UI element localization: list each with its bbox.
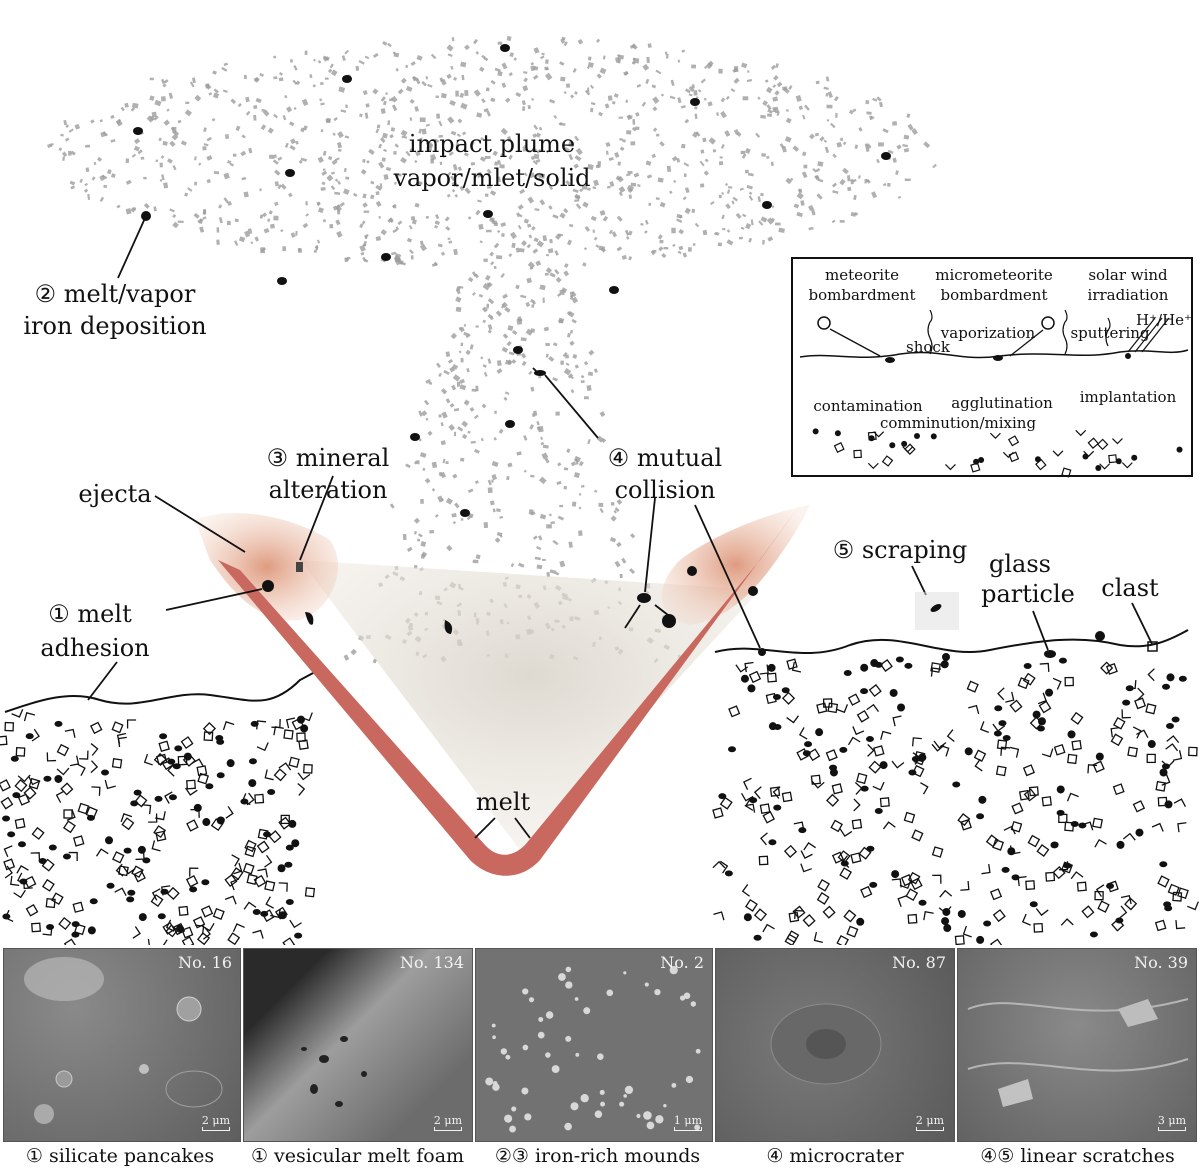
glass-label-1: glass — [989, 550, 1051, 578]
ground-surface-left — [4, 671, 316, 713]
sem-panel-4: No. 87 2 μm — [715, 948, 955, 1142]
deposition-label-1: ② melt/vapor — [35, 280, 196, 308]
crater-interior — [300, 560, 760, 850]
inset-meteorite-2: bombardment — [809, 286, 916, 304]
inset-micro-2: bombardment — [941, 286, 1048, 304]
clast-label: clast — [1101, 574, 1159, 602]
plume-label: impact plume — [409, 130, 575, 158]
inset-micro-1: micrometeorite — [935, 266, 1053, 284]
ground-surface-right — [714, 629, 1189, 655]
sem-scale-4: 2 μm — [916, 1114, 944, 1131]
caption-2: ① vesicular melt foam — [250, 1145, 465, 1167]
caption-4: ④ microcrater — [766, 1145, 904, 1167]
inset-ions: H⁺/He⁺ — [1136, 311, 1192, 329]
leader-lines — [87, 215, 1153, 839]
inset-shock: shock — [906, 338, 951, 356]
inset-wind-1: solar wind — [1088, 266, 1168, 284]
caption-3: ②③ iron-rich mounds — [494, 1145, 701, 1167]
scraping-label: ⑤ scraping — [833, 536, 968, 564]
sem-panel-3: No. 2 1 μm — [475, 948, 713, 1142]
glass-label-2: particle — [981, 580, 1075, 608]
melt-layer — [218, 505, 800, 876]
sem-panel-5: No. 39 3 μm — [957, 948, 1197, 1142]
sem-panel-2: No. 134 2 μm — [243, 948, 473, 1142]
inset-meteorite-1: meteorite — [825, 266, 899, 284]
collision-label-1: ④ mutual — [608, 444, 722, 472]
inset-panel: meteorite bombardment micrometeorite bom… — [791, 257, 1193, 478]
adhesion-label-1: ① melt — [48, 600, 132, 628]
inset-wind-2: irradiation — [1088, 286, 1169, 304]
ejecta-particles — [262, 562, 758, 634]
inset-sputtering: sputtering — [1070, 324, 1150, 342]
scraping-patch — [915, 592, 959, 630]
sem-number-5: No. 39 — [1134, 953, 1188, 972]
surface-particles — [141, 211, 1158, 661]
sem-number-3: No. 2 — [660, 953, 704, 972]
melt-label: melt — [476, 788, 531, 816]
alteration-label-1: ③ mineral — [267, 444, 390, 472]
impact-plume — [47, 35, 937, 664]
ejecta-right — [661, 505, 810, 625]
sem-number-2: No. 134 — [399, 953, 464, 972]
sem-scale-1: 2 μm — [202, 1114, 230, 1131]
regolith-layer — [0, 656, 1199, 945]
caption-1: ① silicate pancakes — [25, 1145, 215, 1167]
sem-scale-3: 1 μm — [674, 1114, 702, 1131]
alteration-label-2: alteration — [269, 476, 388, 504]
inset-comminution: comminution/mixing — [880, 414, 1037, 432]
impact-diagram: impact plume vapor/mlet/solid ② melt/vap… — [0, 35, 1199, 945]
deposition-label-2: iron deposition — [23, 312, 206, 340]
caption-5: ④⑤ linear scratches — [980, 1145, 1175, 1167]
sem-number-1: No. 16 — [178, 953, 232, 972]
sem-scale-2: 2 μm — [434, 1114, 462, 1131]
inset-implantation: implantation — [1080, 388, 1177, 406]
ejecta-left — [195, 512, 339, 621]
ejecta-label: ejecta — [78, 480, 151, 508]
inset-vaporization: vaporization — [940, 324, 1036, 342]
sem-scale-5: 3 μm — [1158, 1114, 1186, 1131]
collision-label-2: collision — [615, 476, 716, 504]
sem-number-4: No. 87 — [892, 953, 946, 972]
plume-sub-label: vapor/mlet/solid — [392, 164, 590, 192]
inset-contamination: contamination — [813, 397, 923, 415]
sem-panel-1: No. 16 2 μm — [3, 948, 241, 1142]
inset-agglutination: agglutination — [951, 394, 1053, 412]
adhesion-label-2: adhesion — [40, 634, 149, 662]
